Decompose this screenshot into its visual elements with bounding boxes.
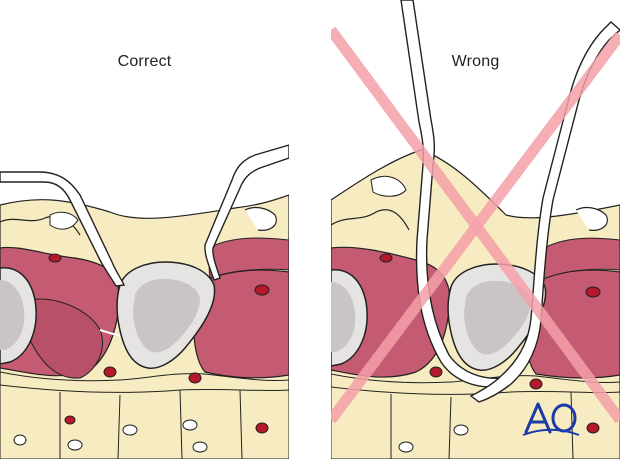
ao-logo (521, 398, 581, 438)
cross-line (331, 31, 620, 424)
vessel-white (13, 434, 27, 446)
vessel-red (254, 284, 270, 296)
upper-structure (370, 175, 407, 197)
panel-label-correct: Correct (117, 53, 172, 70)
retractor-right (469, 21, 620, 403)
retractor-left (0, 171, 125, 287)
vessel-red (255, 422, 269, 434)
vessel-red (586, 422, 600, 434)
vessel-white (67, 439, 83, 451)
retractor-right (204, 144, 289, 281)
vessel-red (529, 378, 543, 390)
vessel-red (103, 366, 117, 378)
muscle-mid (29, 298, 103, 379)
upper-structure (49, 211, 79, 230)
fascia-line (0, 371, 289, 382)
upper-structure (244, 206, 277, 231)
panel-label-wrong: Wrong (451, 53, 500, 70)
panel-correct: Correct (0, 0, 289, 459)
upper-structure (575, 206, 608, 231)
vessel-red (188, 372, 202, 384)
upper-structure (331, 209, 410, 231)
vessel-white (122, 424, 138, 436)
vessel-red (429, 366, 443, 378)
vessel-white (182, 419, 198, 431)
vessel-white (192, 441, 208, 453)
vessel-red (48, 253, 62, 263)
vessel-red (379, 253, 393, 263)
panel-wrong: Wrong (331, 0, 620, 459)
vessel-red (64, 415, 76, 425)
vessel-white (398, 441, 414, 453)
lower-fat (331, 386, 620, 459)
vessel-red (585, 286, 601, 298)
lower-fat (0, 384, 289, 459)
vessel-white (453, 424, 469, 436)
correct-illustration (0, 144, 289, 459)
wrong-illustration (331, 0, 620, 459)
